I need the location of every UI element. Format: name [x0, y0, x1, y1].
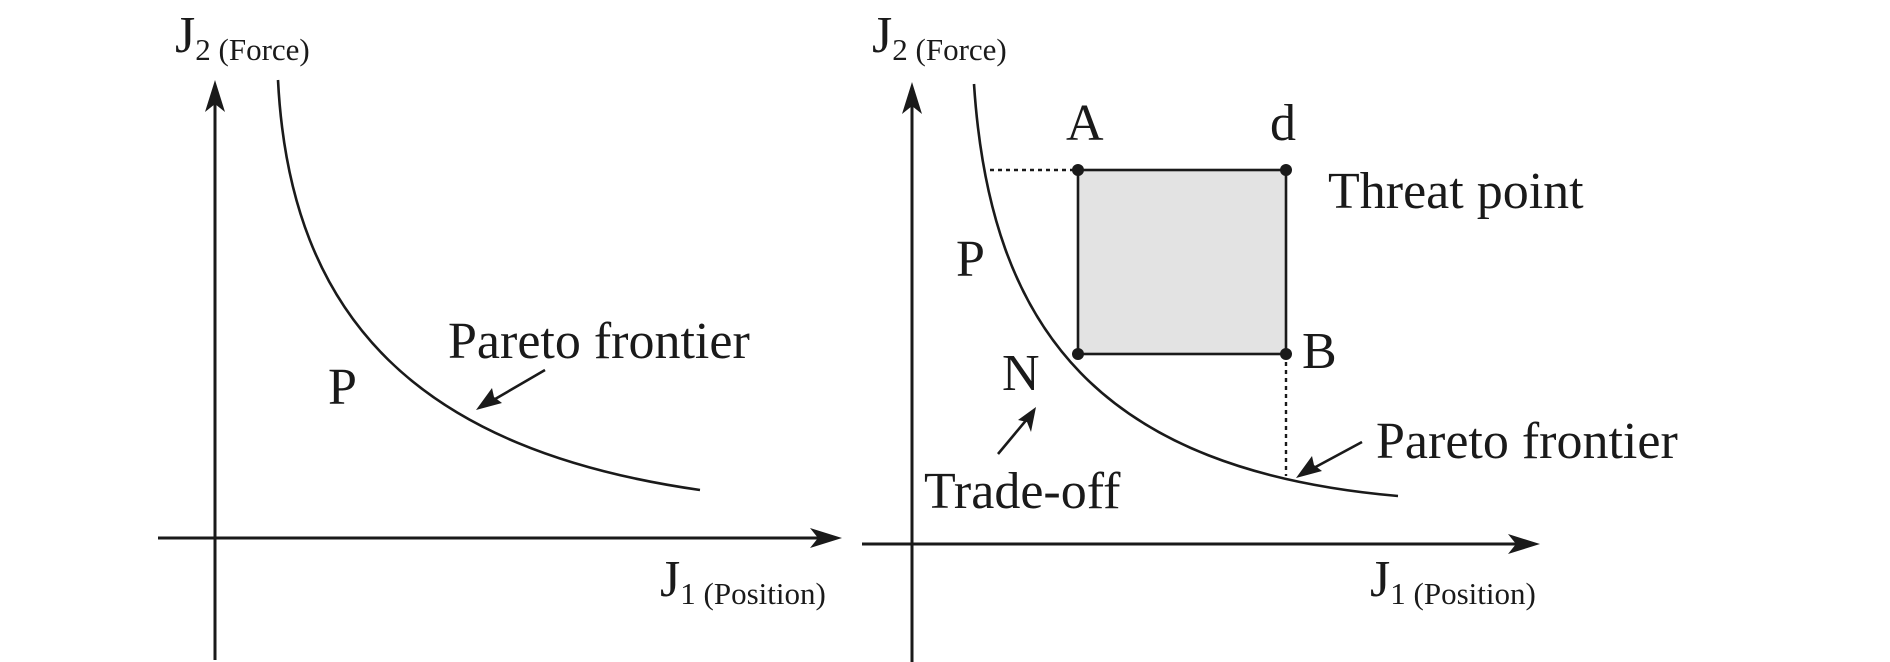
left-frontier-arrowhead [476, 388, 502, 410]
left-region-label: P [328, 359, 357, 416]
point-n [1072, 348, 1084, 360]
threat-point-label: Threat point [1328, 163, 1584, 220]
left-y-axis-label: J2 (Force) [175, 7, 310, 67]
right-y-axis-arrowhead [902, 82, 922, 114]
left-frontier-arrow [489, 368, 546, 404]
right-frontier-arrowhead [1296, 456, 1322, 478]
left-x-axis-arrowhead [810, 528, 842, 548]
left-panel: J2 (Force) J1 (Position) P Pareto fronti… [158, 7, 842, 660]
tradeoff-label: Trade-off [924, 463, 1121, 520]
tradeoff-arrow [997, 417, 1029, 455]
left-x-axis-label: J1 (Position) [660, 551, 826, 611]
right-y-axis-label: J2 (Force) [872, 7, 1007, 67]
right-region-label: P [956, 231, 985, 288]
left-pareto-curve [276, 79, 701, 492]
right-pareto-curve [972, 83, 1399, 498]
right-x-axis-arrowhead [1508, 534, 1540, 554]
point-a [1072, 164, 1084, 176]
right-frontier-label: Pareto frontier [1376, 413, 1678, 470]
left-y-axis-arrowhead [205, 80, 225, 112]
right-panel: J2 (Force) J1 (Position) P A d B N Threa… [862, 7, 1678, 662]
point-d [1280, 164, 1292, 176]
point-b [1280, 348, 1292, 360]
point-a-label: A [1066, 95, 1104, 152]
tradeoff-arrowhead [1018, 407, 1036, 432]
point-n-label: N [1002, 345, 1040, 402]
left-frontier-label: Pareto frontier [448, 313, 750, 370]
point-d-label: d [1270, 95, 1296, 152]
point-b-label: B [1302, 323, 1337, 380]
right-frontier-arrow [1309, 440, 1363, 472]
right-x-axis-label: J1 (Position) [1370, 551, 1536, 611]
bargaining-region [1076, 168, 1288, 356]
